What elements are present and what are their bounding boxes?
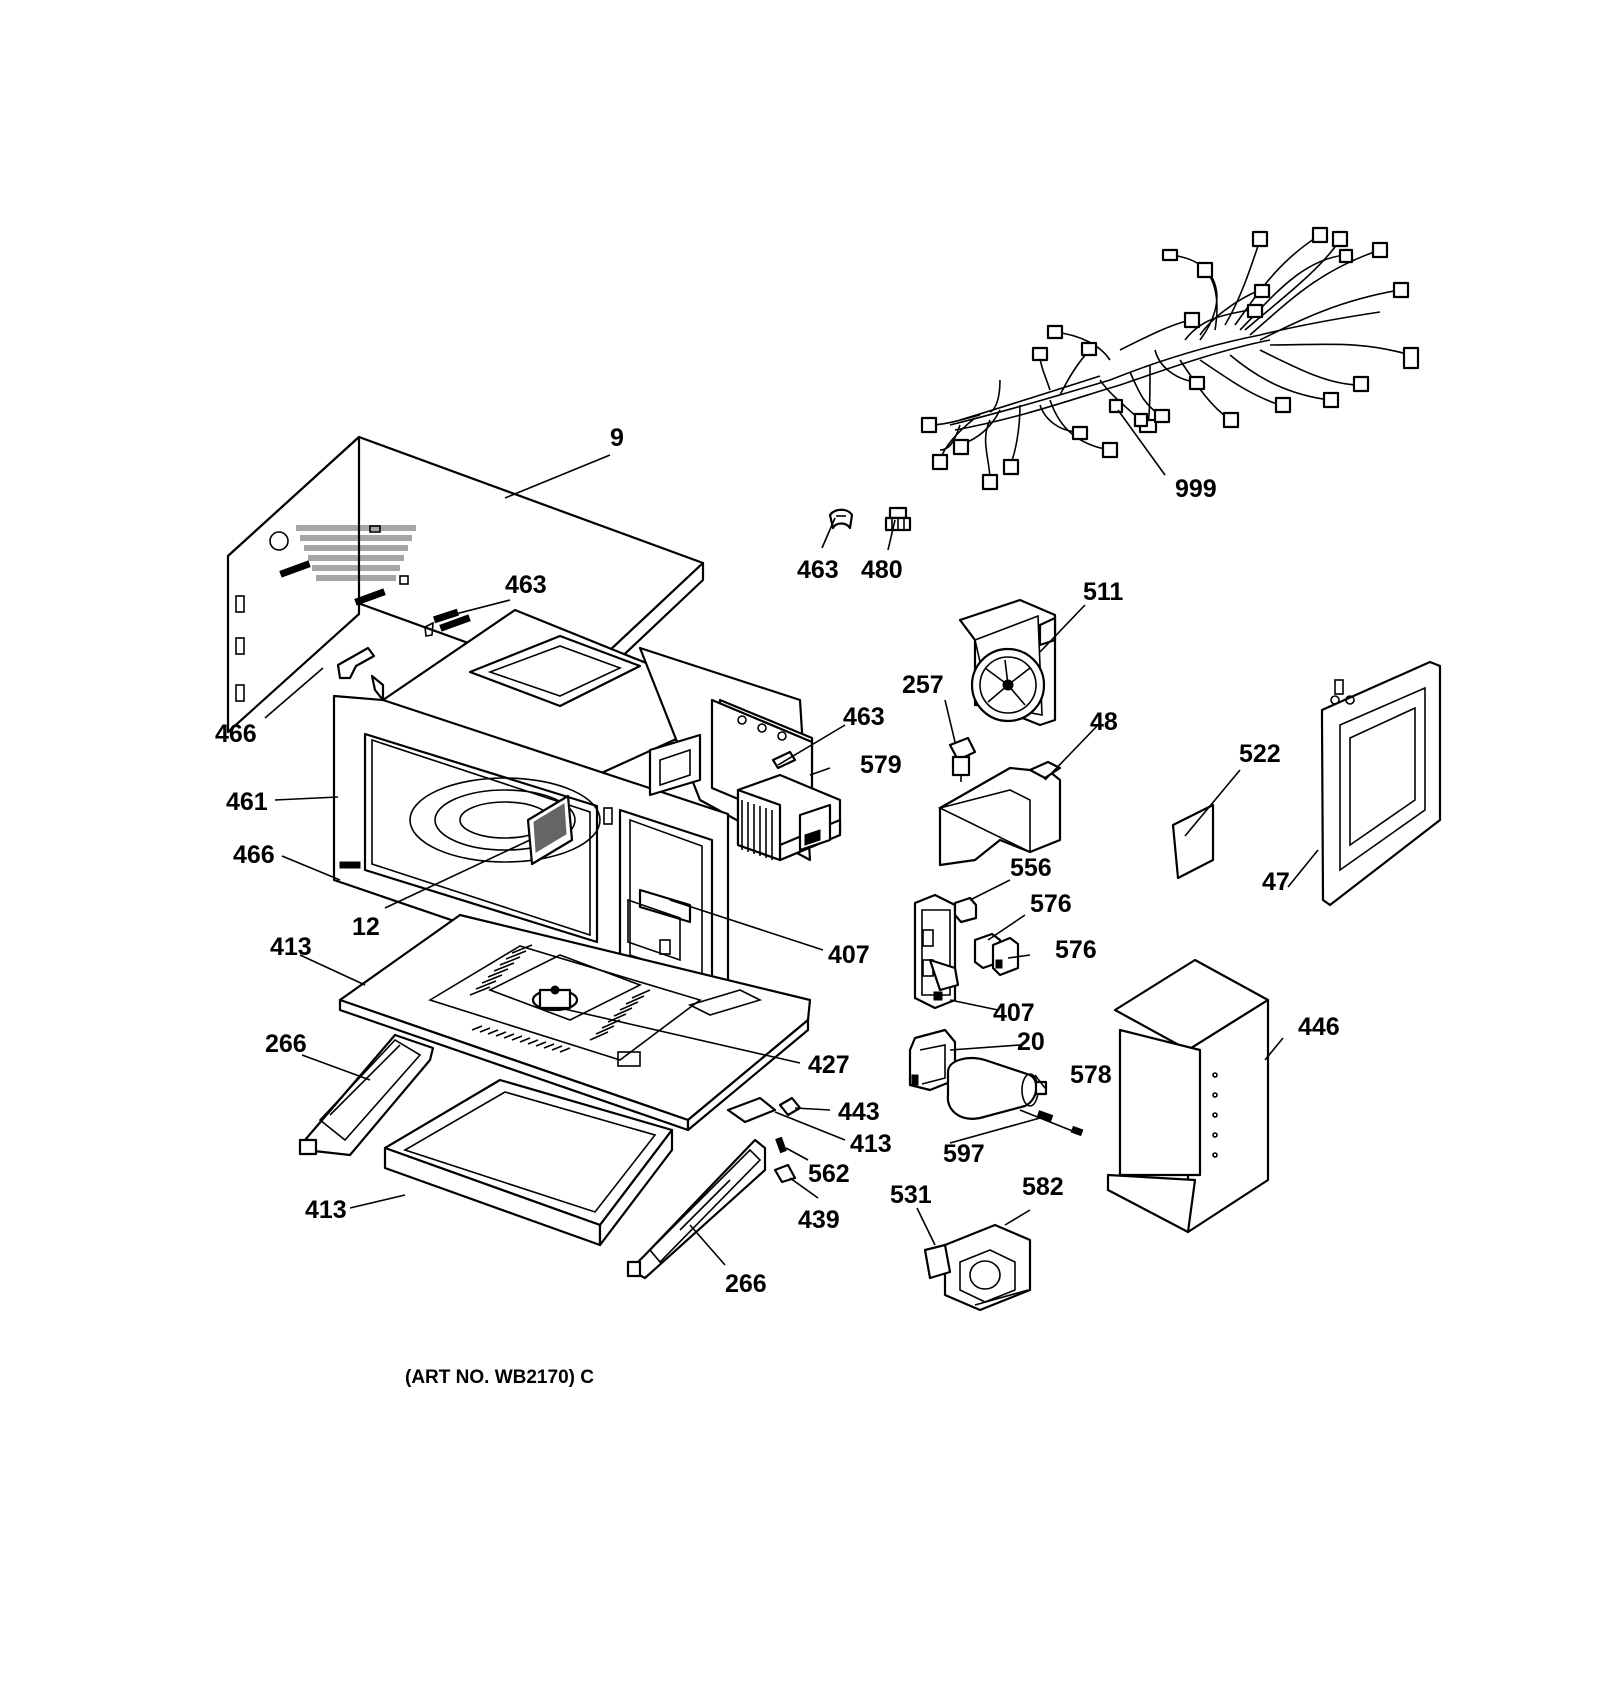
callout-556: 556	[1010, 854, 1052, 882]
switch-556	[953, 896, 978, 924]
callout-427: 427	[808, 1051, 850, 1079]
vent-holes	[296, 525, 416, 581]
callout-597: 597	[943, 1140, 985, 1168]
outer-case	[226, 435, 705, 734]
fan-assembly	[958, 598, 1057, 727]
wire-harness	[920, 226, 1420, 491]
base-plate-413	[338, 913, 812, 1132]
callout-446: 446	[1298, 1013, 1340, 1041]
callout-461: 461	[226, 788, 268, 816]
drip-tray-413	[383, 1078, 674, 1247]
callout-413: 413	[850, 1130, 892, 1158]
magnetron	[736, 773, 842, 862]
latch-bracket-407	[913, 893, 960, 1010]
air-guide-48	[937, 760, 1062, 867]
side-bracket	[648, 733, 702, 797]
waveguide-cover-12	[526, 794, 574, 866]
callout-562: 562	[808, 1160, 850, 1188]
callout-522: 522	[1239, 740, 1281, 768]
callout-47: 47	[1262, 868, 1290, 896]
part-480	[884, 506, 912, 532]
callout-413: 413	[270, 933, 312, 961]
thermostat-257	[948, 736, 977, 782]
callout-48: 48	[1090, 708, 1118, 736]
part-562	[775, 1136, 787, 1154]
callout-439: 439	[798, 1206, 840, 1234]
callout-257: 257	[902, 671, 944, 699]
rail-266-left	[298, 1033, 435, 1157]
callout-labels: 999 9 463 480 463 511 466 257 463 48 522…	[215, 424, 1340, 1298]
callout-463: 463	[505, 571, 547, 599]
callout-266: 266	[265, 1030, 307, 1058]
vent-slats	[469, 944, 651, 1053]
callout-12: 12	[352, 913, 380, 941]
callout-9: 9	[610, 424, 624, 452]
callout-463: 463	[843, 703, 885, 731]
turntable-motor	[531, 985, 579, 1012]
part-439	[773, 1163, 797, 1184]
callout-480: 480	[861, 556, 903, 584]
callout-266: 266	[725, 1270, 767, 1298]
bracket-413-small	[726, 1096, 777, 1124]
magnetron-fins	[741, 800, 773, 860]
callout-576: 576	[1030, 890, 1072, 918]
leader-lines	[264, 409, 1319, 1266]
part-463-top	[828, 508, 854, 530]
switch-576-bottom	[991, 936, 1020, 977]
transformer-582	[943, 1223, 1032, 1312]
turntable-rings	[409, 777, 601, 863]
callout-466: 466	[233, 841, 275, 869]
callout-463: 463	[797, 556, 839, 584]
enclosure-446	[1106, 958, 1270, 1234]
clip-466-top	[336, 646, 376, 680]
part-443	[778, 1096, 802, 1117]
capacitor-578	[946, 1056, 1048, 1120]
part-531	[923, 1243, 952, 1280]
callout-578: 578	[1070, 1061, 1112, 1089]
callout-576: 576	[1055, 936, 1097, 964]
callout-443: 443	[838, 1098, 880, 1126]
part-20	[908, 1028, 957, 1092]
callout-531: 531	[890, 1181, 932, 1209]
callout-413: 413	[305, 1196, 347, 1224]
callout-20: 20	[1017, 1028, 1045, 1056]
callout-582: 582	[1022, 1173, 1064, 1201]
callout-999: 999	[1175, 475, 1217, 503]
art-number: (ART NO. WB2170) C	[405, 1367, 594, 1388]
callout-511: 511	[1083, 578, 1123, 606]
callout-407: 407	[828, 941, 870, 969]
callout-466: 466	[215, 720, 257, 748]
bracket-47	[1320, 660, 1442, 907]
callout-579: 579	[860, 751, 902, 779]
rail-266-right	[626, 1138, 767, 1280]
diode-597	[1019, 1109, 1084, 1137]
shield-522	[1171, 803, 1215, 880]
callout-407: 407	[993, 999, 1035, 1027]
bracket-407-inner	[627, 888, 692, 962]
